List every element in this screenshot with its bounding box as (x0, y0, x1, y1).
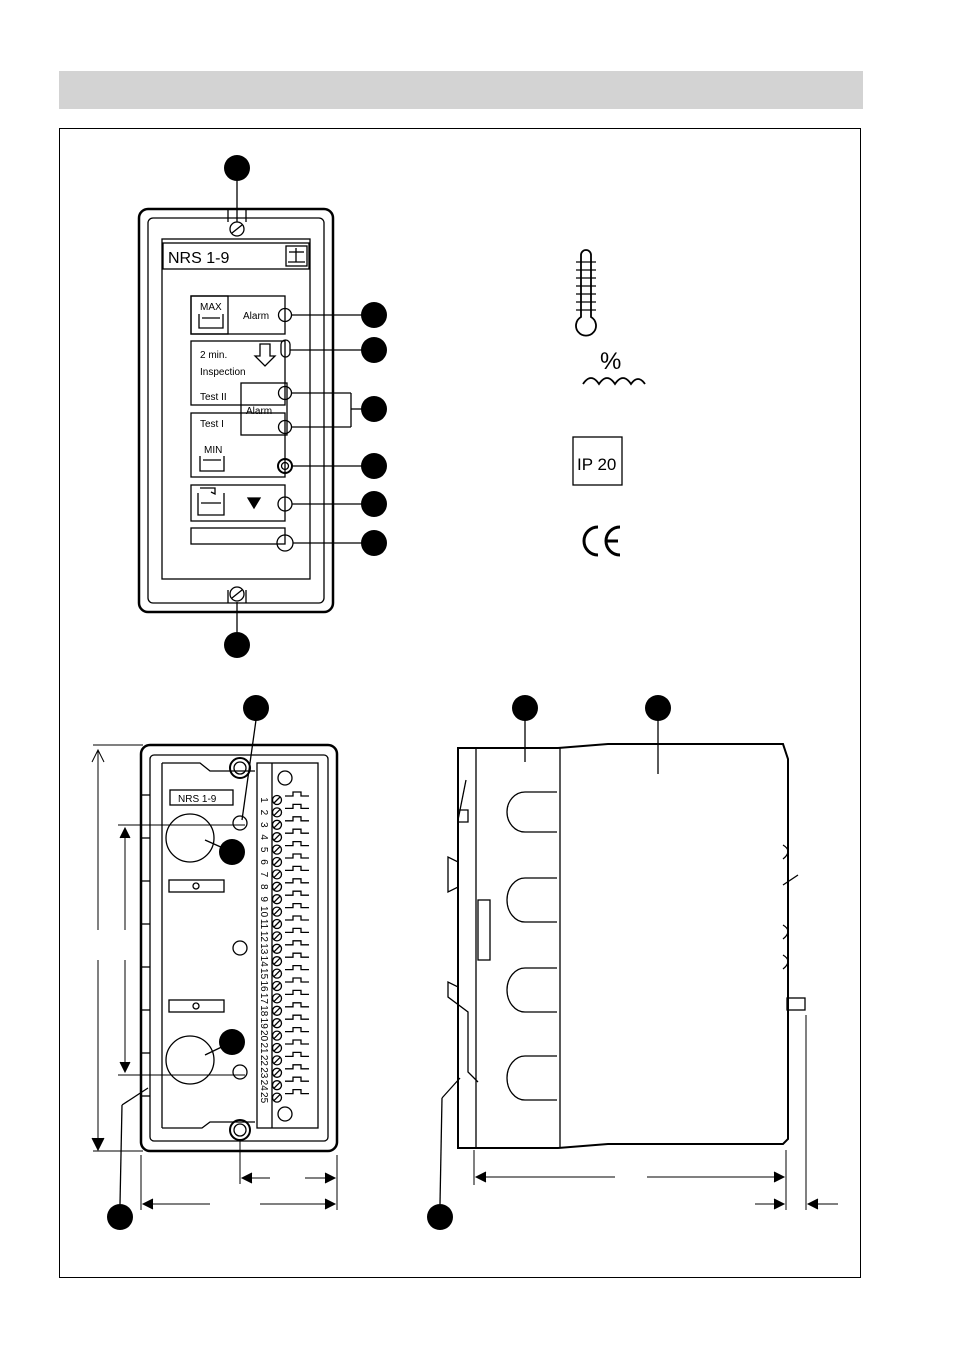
time-label: 2 min. (200, 350, 227, 361)
rear-dimensions (91, 744, 338, 1210)
humidity-label: % (600, 348, 621, 375)
min-label: MIN (204, 445, 222, 456)
terminal-screw (271, 1018, 283, 1029)
front-panel: NRS 1-9 MAX Alarm 2 min. Inspection Test… (137, 207, 335, 614)
terminal-number: 10 (258, 906, 269, 918)
terminal-screw (271, 980, 283, 992)
terminal-screw (271, 906, 283, 917)
terminal-screw (271, 856, 283, 868)
terminal-number: 4 (258, 834, 269, 840)
terminal-number: 24 (258, 1080, 269, 1092)
terminal-screw (271, 894, 283, 905)
terminal-number: 22 (258, 1055, 269, 1067)
terminal-screw (271, 1030, 283, 1041)
front-callouts (224, 155, 387, 658)
terminal-screw (271, 993, 283, 1004)
terminal-number: 18 (258, 1005, 269, 1017)
test1-label: Test I (200, 419, 224, 430)
tank-fill-icon (197, 493, 225, 516)
terminal-screw (271, 943, 283, 954)
terminal-screw (271, 1055, 283, 1066)
inspection-label: Inspection (200, 367, 246, 378)
humidity-wave-icon (582, 377, 646, 386)
max-label: MAX (200, 302, 222, 313)
terminal-screw (271, 1092, 283, 1103)
terminal-number: 14 (258, 956, 269, 968)
terminal-number: 21 (258, 1042, 269, 1054)
tank-min-icon (199, 456, 225, 472)
test2-label: Test II (200, 392, 227, 403)
terminal-screw (271, 918, 283, 930)
terminal-screw (271, 794, 283, 806)
triangle-down-icon (246, 497, 262, 510)
terminal-screw (271, 869, 283, 880)
upper-cable-entry (165, 813, 215, 863)
terminal-screw (271, 956, 283, 967)
terminal-screw (271, 832, 283, 843)
terminal-number: 17 (258, 993, 269, 1005)
terminal-number: 11 (258, 919, 269, 930)
side-view (447, 743, 806, 1149)
ip-rating-box (572, 436, 623, 486)
alarm-label: Alarm (243, 311, 269, 322)
terminal-screw (271, 807, 283, 818)
side-callouts (427, 695, 671, 1230)
terminal-number: 6 (258, 859, 269, 865)
arrow-down-icon (253, 343, 277, 367)
terminal-number: 16 (258, 980, 269, 992)
terminal-number: 1 (258, 797, 269, 803)
terminal-number: 5 (258, 847, 269, 853)
ip-rating-label: IP 20 (577, 455, 616, 474)
terminal-screw (271, 881, 283, 892)
tank-max-icon (198, 314, 224, 329)
side-dimensions (473, 1015, 838, 1210)
terminal-number: 15 (258, 968, 269, 980)
terminal-number: 13 (258, 943, 269, 955)
terminal-number: 3 (258, 822, 269, 828)
manufacturer-logo-icon (285, 245, 308, 267)
header-bar (59, 71, 863, 109)
thermometer-icon (575, 249, 597, 337)
terminal-number: 23 (258, 1067, 269, 1079)
rear-model-label: NRS 1-9 (178, 794, 217, 805)
inspection-toggle[interactable] (280, 339, 291, 358)
terminal-number: 9 (258, 896, 269, 902)
terminal-number: 12 (258, 931, 269, 943)
terminal-screw (271, 1005, 283, 1016)
terminal-screw (271, 968, 283, 979)
terminal-screw (271, 844, 283, 855)
terminal-screw (271, 1080, 283, 1091)
lower-cable-entry (165, 1035, 215, 1085)
terminal-number: 20 (258, 1030, 269, 1042)
ce-mark-icon (582, 525, 621, 557)
rear-callouts (107, 695, 269, 1230)
terminal-screw (271, 1067, 283, 1078)
terminal-number: 25 (258, 1092, 269, 1104)
terminal-number: 19 (258, 1018, 269, 1030)
terminal-screw (271, 819, 283, 830)
diagram-frame (59, 128, 861, 1278)
terminal-number: 2 (258, 810, 269, 816)
model-label: NRS 1-9 (168, 250, 229, 267)
alarm2-label: Alarm (246, 406, 272, 417)
terminal-screw (271, 1042, 283, 1054)
terminal-number: 8 (258, 884, 269, 890)
terminal-screw (271, 931, 283, 942)
terminal-number: 7 (258, 872, 269, 878)
rear-view: NRS 1-9 12345678910111213141516171819202… (139, 743, 339, 1153)
bottom-screw-icon (229, 586, 245, 602)
